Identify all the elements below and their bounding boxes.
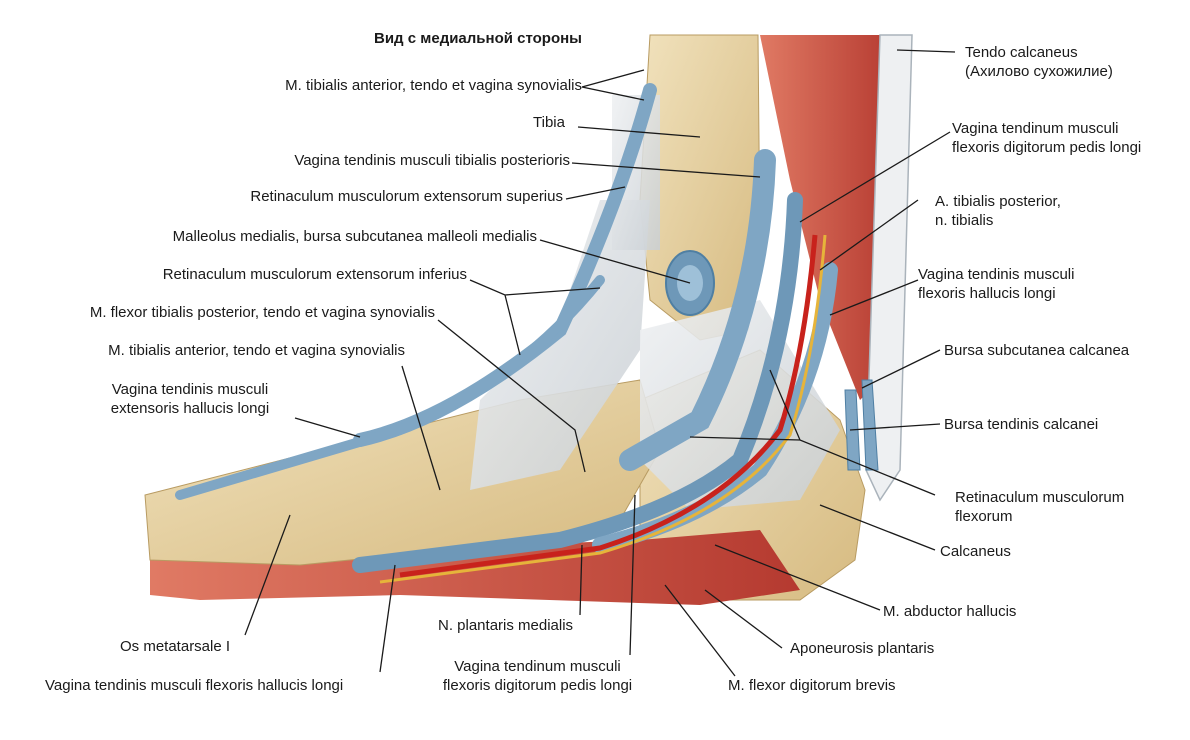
retinaculum-flexorum bbox=[640, 300, 840, 510]
label-abductor-hallucis: M. abductor hallucis bbox=[883, 603, 1017, 620]
label-vagina-ext-hallucis: Vagina tendinis musculi extensoris hallu… bbox=[110, 381, 270, 417]
label-n-plantaris-medialis: N. plantaris medialis bbox=[438, 617, 574, 634]
label-tibialis-anterior-low: M. tibialis anterior, tendo et vagina sy… bbox=[108, 342, 405, 359]
label-tendo-calcaneus: Tendo calcaneus (Ахилово сухожилие) bbox=[965, 44, 1113, 80]
retinaculum-inferius bbox=[470, 200, 650, 490]
label-flexor-digitorum-brevis: M. flexor digitorum brevis bbox=[728, 677, 896, 694]
label-os-metatarsale: Os metatarsale I bbox=[120, 638, 231, 655]
label-retinaculum-ext-inf: Retinaculum musculorum extensorum inferi… bbox=[162, 266, 467, 283]
label-aponeurosis-plantaris: Aponeurosis plantaris bbox=[790, 640, 935, 657]
label-vagina-flex-hallucis: Vagina tendinis musculi flexoris halluci… bbox=[918, 266, 1075, 302]
label-vagina-tibialis-posterior: Vagina tendinis musculi tibialis posteri… bbox=[294, 152, 570, 169]
label-tibia: Tibia bbox=[533, 114, 565, 131]
label-vagina-flex-digitorum-bottom: Vagina tendinum musculi flexoris digitor… bbox=[442, 658, 633, 694]
label-flexor-tibialis-posterior: M. flexor tibialis posterior, tendo et v… bbox=[89, 304, 435, 321]
label-a-tibialis-posterior: A. tibialis posterior, n. tibialis bbox=[935, 193, 1061, 229]
label-malleolus: Malleolus medialis, bursa subcutanea mal… bbox=[172, 228, 537, 245]
label-retinaculum-flexorum: Retinaculum musculorum flexorum bbox=[955, 489, 1125, 525]
label-bursa-tendinis: Bursa tendinis calcanei bbox=[944, 416, 1099, 433]
plantar-muscles bbox=[150, 530, 800, 605]
label-vagina-flex-hallucis-bottom: Vagina tendinis musculi flexoris halluci… bbox=[45, 677, 344, 694]
label-vagina-flex-digitorum: Vagina tendinum musculi flexoris digitor… bbox=[952, 120, 1142, 156]
calf-muscle bbox=[760, 35, 895, 400]
sheath-flex-digitorum bbox=[352, 192, 803, 573]
bursa-calcanea bbox=[861, 379, 879, 471]
label-bursa-subcutanea: Bursa subcutanea calcanea bbox=[944, 342, 1130, 359]
tibial-nerve bbox=[379, 234, 827, 584]
label-tibialis-anterior-top: M. tibialis anterior, tendo et vagina sy… bbox=[285, 77, 582, 94]
label-retinaculum-ext-sup: Retinaculum musculorum extensorum superi… bbox=[250, 188, 563, 205]
sheath-tibialis-posterior bbox=[619, 149, 776, 471]
leader-lines bbox=[244, 49, 956, 677]
retinaculum-superius bbox=[612, 95, 660, 250]
label-calcaneus: Calcaneus bbox=[940, 543, 1011, 560]
figure-title: Вид с медиальной стороны bbox=[374, 30, 582, 47]
posterior-tibial-artery bbox=[399, 234, 818, 578]
